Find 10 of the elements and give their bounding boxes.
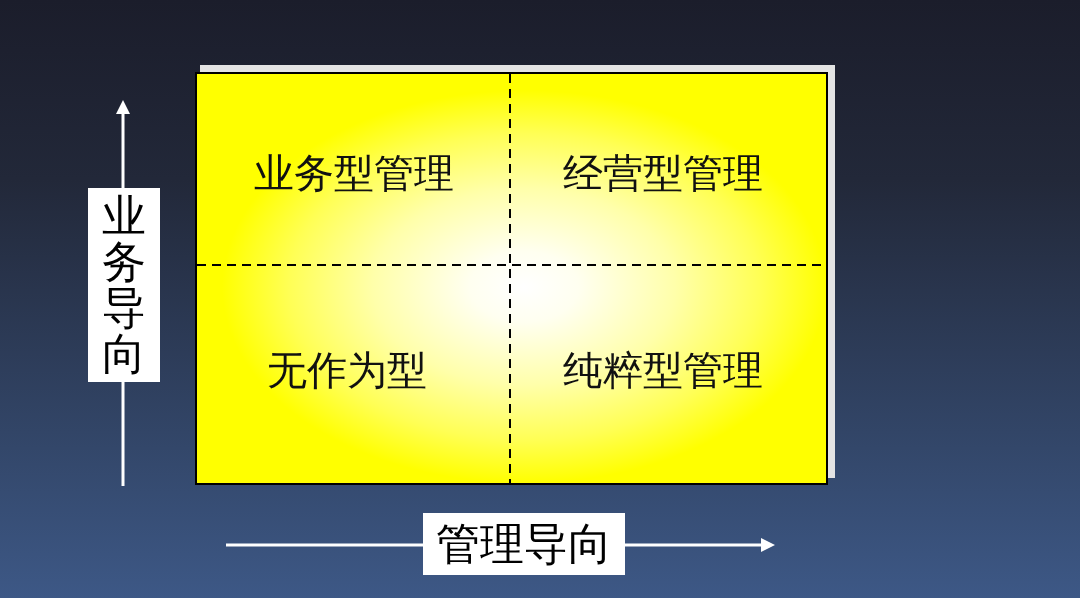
quadrant-title: 无作为型 <box>266 348 427 392</box>
matrix-quadrant <box>197 74 510 265</box>
matrix-quadrant <box>197 265 510 483</box>
axis-title: 管理导向 <box>423 513 625 575</box>
axis-title: 业务导向 <box>88 188 160 382</box>
quadrant-title: 纯粹型管理 <box>563 348 763 392</box>
quadrant-title: 经营型管理 <box>563 150 763 195</box>
quadrant-title: 业务型管理 <box>253 150 454 195</box>
matrix-quadrant <box>510 74 826 265</box>
matrix-quadrant <box>510 265 826 483</box>
